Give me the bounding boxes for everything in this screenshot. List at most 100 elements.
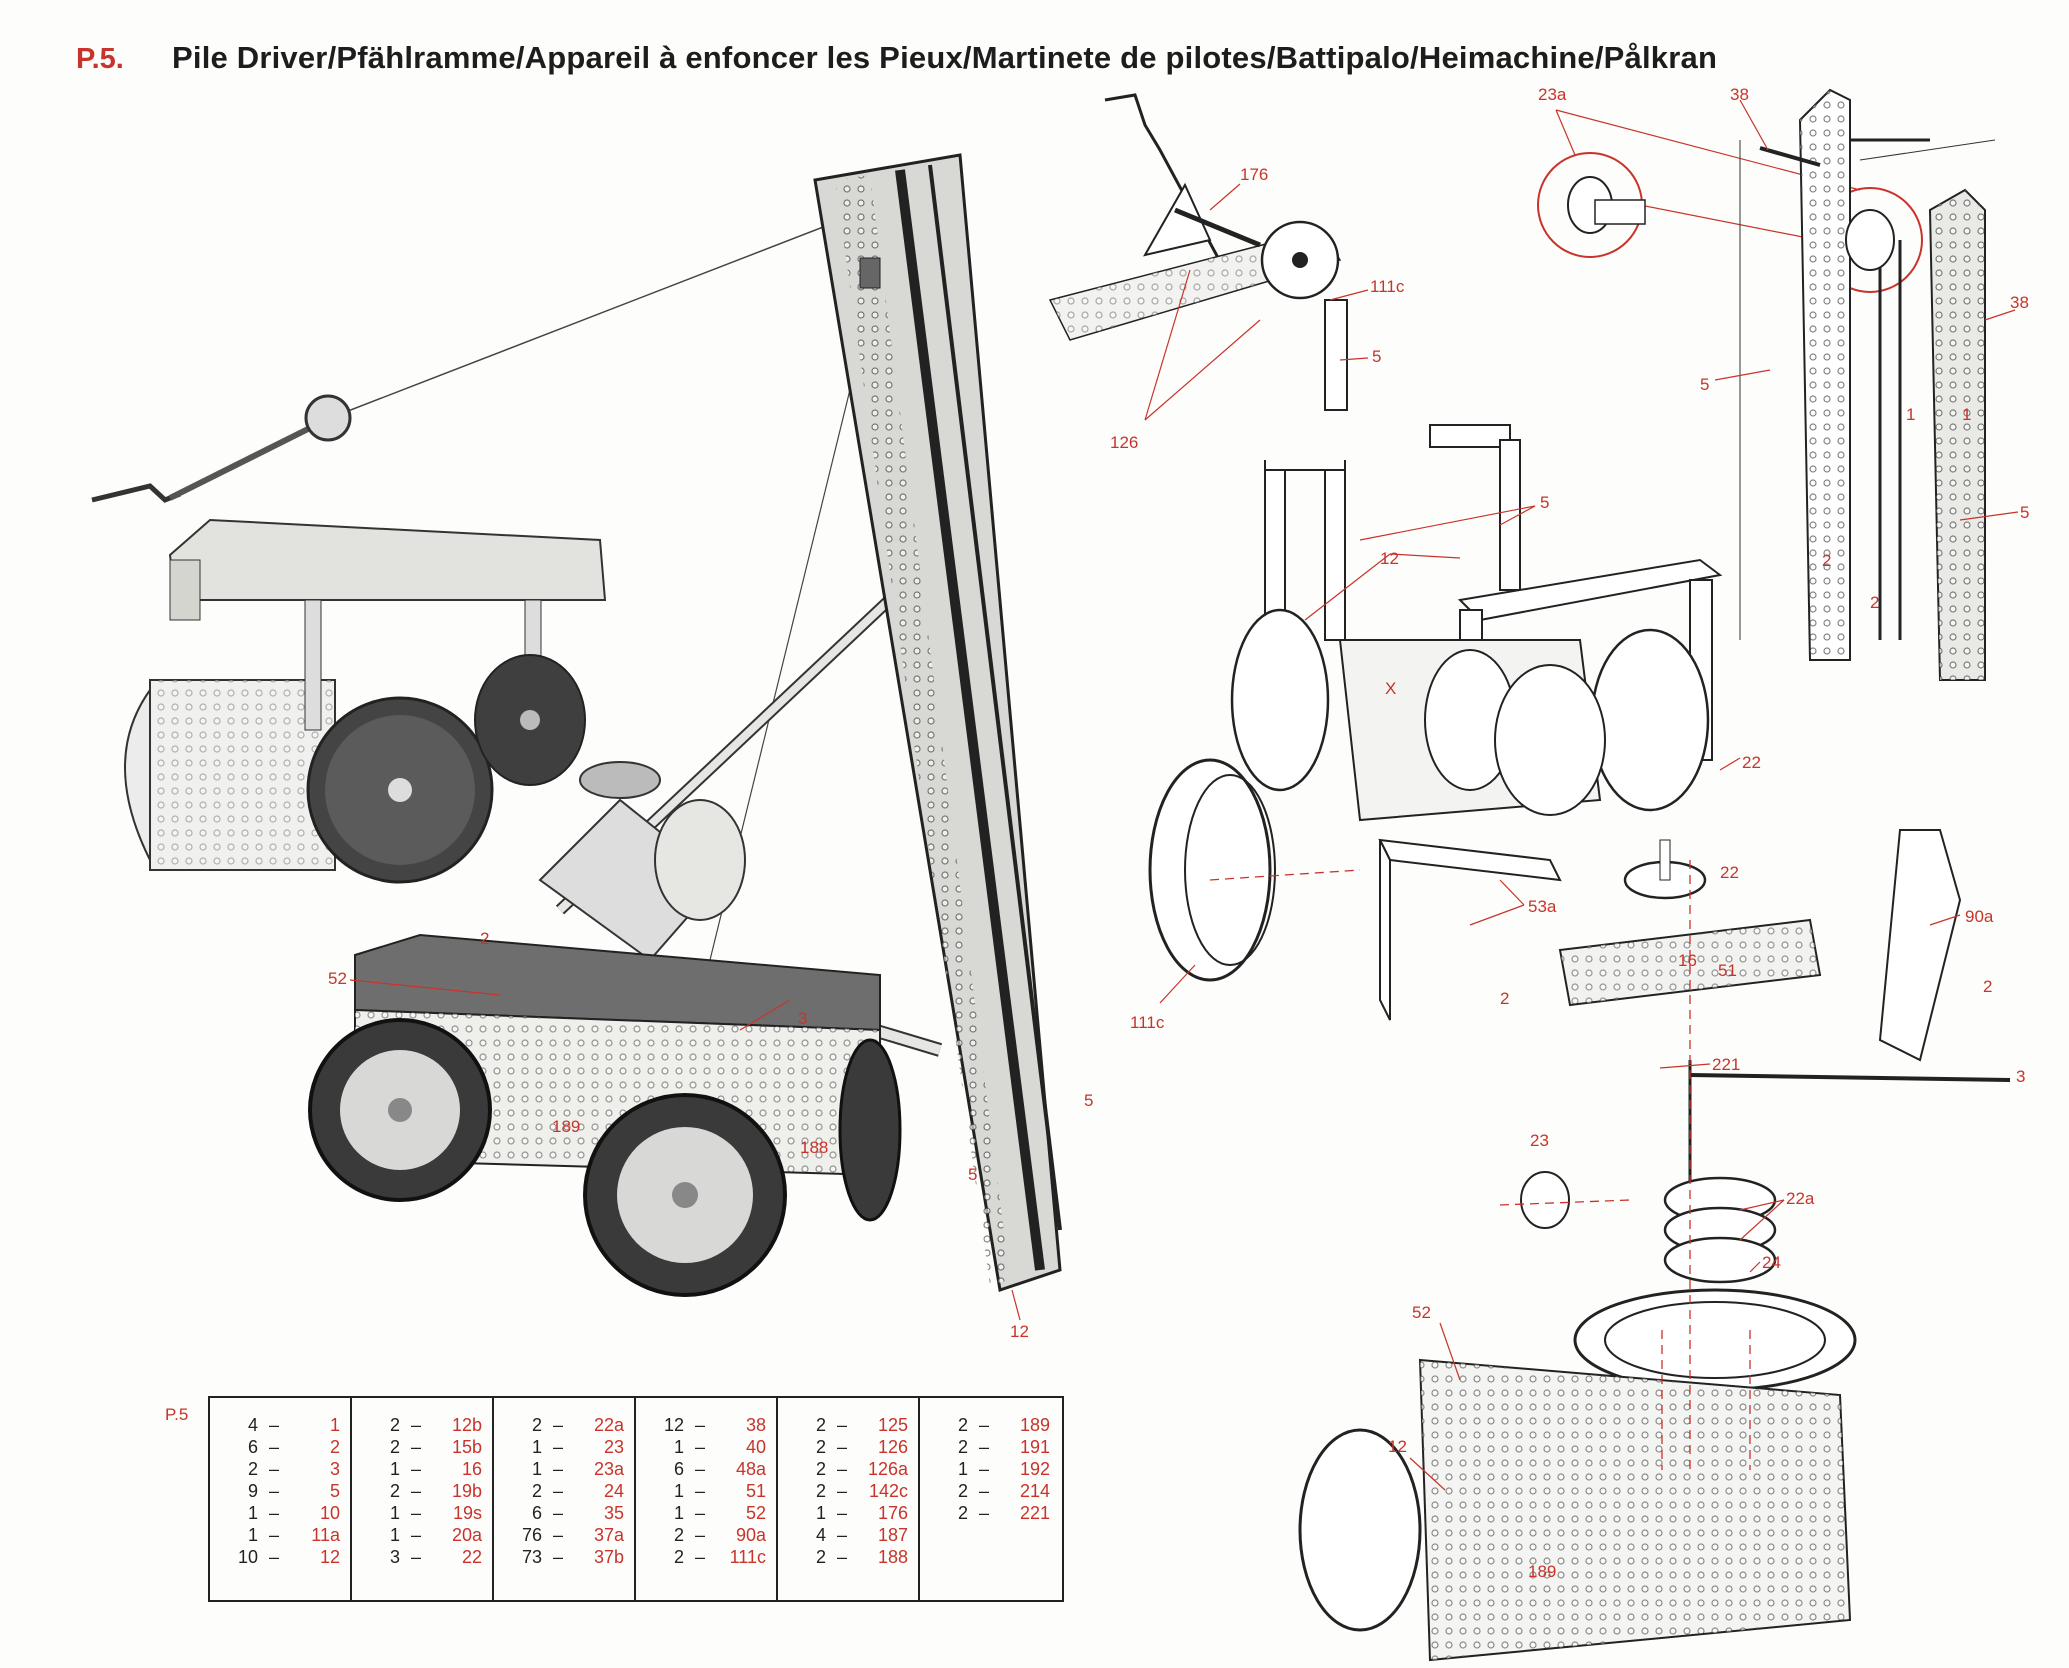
separator-dash: – (978, 1503, 989, 1523)
callout-2-chassis-a: 2 (1500, 989, 1509, 1008)
separator-dash: – (410, 1459, 421, 1479)
parts-row: 1–40 (662, 1436, 776, 1458)
callout-5-chassis: 5 (1540, 493, 1549, 512)
part-number: 16 (461, 1459, 482, 1479)
callout-53a: 53a (1528, 897, 1557, 916)
part-quantity: 1 (247, 1503, 258, 1523)
parts-row: 2–126a (804, 1458, 918, 1480)
callout-12-chassis: 12 (1380, 549, 1399, 568)
part-number: 176 (877, 1503, 908, 1523)
callout-111c-top: 111c (1370, 277, 1405, 296)
callout-22-right: 22 (1742, 753, 1761, 772)
callout-2-chassis-b: 2 (1983, 977, 1992, 996)
separator-dash: – (836, 1481, 847, 1501)
parts-row: 2–189 (946, 1414, 1062, 1436)
callout-38-right: 38 (2010, 293, 2029, 312)
part-quantity: 2 (957, 1503, 968, 1523)
parts-row: 1–192 (946, 1458, 1062, 1480)
parts-row: 2– 221 (946, 1502, 1062, 1524)
separator-dash: – (268, 1459, 279, 1479)
separator-dash: – (836, 1525, 847, 1545)
callout-1-b: 1 (1962, 405, 1971, 424)
part-quantity: 73 (521, 1547, 542, 1567)
parts-row: 1–176 (804, 1502, 918, 1524)
part-quantity: 1 (389, 1525, 400, 1545)
part-number: 188 (877, 1547, 908, 1567)
parts-row: 1–19s (378, 1502, 492, 1524)
part-quantity: 1 (389, 1503, 400, 1523)
separator-dash: – (552, 1481, 563, 1501)
callout-90a: 90a (1965, 907, 1994, 926)
part-quantity: 4 (247, 1415, 258, 1435)
part-number: 37a (593, 1525, 624, 1545)
separator-dash: – (694, 1525, 705, 1545)
parts-row: 4–1 (236, 1414, 350, 1436)
callout-12-base: 12 (1388, 1437, 1407, 1456)
part-number: 10 (319, 1503, 340, 1523)
parts-row: 6–48a (662, 1458, 776, 1480)
parts-row: 2–142c (804, 1480, 918, 1502)
part-number: 191 (1019, 1437, 1050, 1457)
part-quantity: 2 (389, 1481, 400, 1501)
separator-dash: – (694, 1459, 705, 1479)
part-number: 15b (451, 1437, 482, 1457)
parts-row: 1–51 (662, 1480, 776, 1502)
part-quantity: 6 (247, 1437, 258, 1457)
part-number: 51 (745, 1481, 766, 1501)
separator-dash: – (410, 1503, 421, 1523)
part-quantity: 2 (815, 1437, 826, 1457)
parts-row: 2–12b (378, 1414, 492, 1436)
part-quantity: 2 (957, 1481, 968, 1501)
part-quantity: 1 (815, 1503, 826, 1523)
part-number: 22a (593, 1415, 624, 1435)
callout-16: 16 (1678, 951, 1697, 970)
parts-row: 6–2 (236, 1436, 350, 1458)
chassis-exploded-drawing (1148, 424, 2011, 1662)
separator-dash: – (552, 1437, 563, 1457)
part-quantity: 2 (815, 1547, 826, 1567)
part-number: 11a (311, 1525, 340, 1545)
part-number: 214 (1019, 1481, 1050, 1501)
separator-dash: – (410, 1481, 421, 1501)
parts-row: 12–38 (662, 1414, 776, 1436)
part-number: 37b (593, 1547, 624, 1567)
part-number: 35 (603, 1503, 624, 1523)
separator-dash: – (836, 1459, 847, 1479)
callout-12: 12 (1010, 1322, 1029, 1341)
callout-2-jib-b: 2 (1870, 593, 1879, 612)
part-quantity: 1 (673, 1503, 684, 1523)
part-quantity: 2 (815, 1481, 826, 1501)
parts-row: 3–22 (378, 1546, 492, 1568)
parts-row: 1–10 (236, 1502, 350, 1524)
parts-row: 2–214 (946, 1480, 1062, 1502)
parts-list-code: P.5 (165, 1405, 189, 1424)
parts-row: 2–19b (378, 1480, 492, 1502)
parts-row: 6–35 (520, 1502, 634, 1524)
callout-111c-left: 111c (1130, 1013, 1165, 1032)
part-quantity: 2 (531, 1481, 542, 1501)
part-number: 1 (329, 1415, 340, 1435)
wheel-rear (308, 1018, 492, 1202)
part-number: 221 (1019, 1503, 1050, 1523)
parts-row: 73–37b (520, 1546, 634, 1568)
parts-row: 76–37a (520, 1524, 634, 1546)
callout-221: 221 (1712, 1055, 1740, 1074)
part-number: 3 (329, 1459, 340, 1479)
callout-176: 176 (1240, 165, 1268, 184)
parts-row: 1–20a (378, 1524, 492, 1546)
callout-5-a: 5 (1084, 1091, 1093, 1110)
part-quantity: 2 (957, 1415, 968, 1435)
parts-row: 2–188 (804, 1546, 918, 1568)
separator-dash: – (694, 1481, 705, 1501)
part-quantity: 2 (389, 1437, 400, 1457)
callout-23: 23 (1530, 1131, 1549, 1150)
part-number: 192 (1019, 1459, 1050, 1479)
part-number: 23a (593, 1459, 624, 1479)
callout-5-b: 5 (968, 1165, 977, 1184)
part-quantity: 2 (673, 1547, 684, 1567)
